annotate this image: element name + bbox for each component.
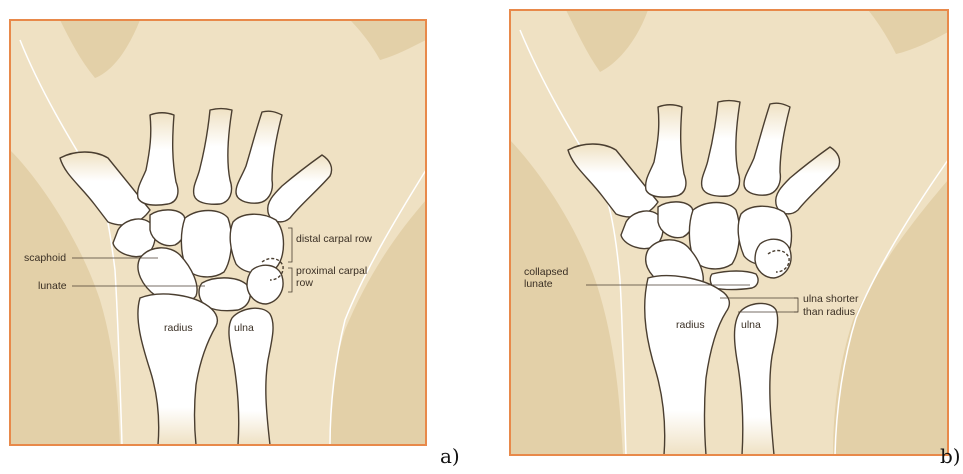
label-collapsed-lunate-line2: lunate [524,278,553,290]
wrist-diagram-normal: scaphoid lunate radius ulna distal carpa… [0,0,470,469]
label-radius: radius [676,319,705,331]
label-ulna-shorter-line1: ulna shorter [803,293,859,305]
triquetrum-bone [755,239,791,278]
panel-b-kienbock-wrist: collapsed lunate radius ulna ulna shorte… [498,0,963,469]
label-ulna-shorter-line2: than radius [803,306,855,318]
wrist-diagram-collapsed: collapsed lunate radius ulna ulna shorte… [498,0,963,469]
label-distal-carpal-row: distal carpal row [296,233,372,245]
label-collapsed-lunate-line1: collapsed [524,266,569,278]
label-scaphoid: scaphoid [24,252,66,264]
label-proximal-carpal-row-line2: row [296,277,313,289]
label-ulna: ulna [741,319,761,331]
panel-a-normal-wrist: scaphoid lunate radius ulna distal carpa… [0,0,470,469]
label-radius: radius [164,322,193,334]
panel-b-label: b) [940,444,961,468]
triquetrum-bone [247,265,283,304]
label-lunate: lunate [38,280,67,292]
collapsed-lunate-bone [710,271,758,290]
label-proximal-carpal-row-line1: proximal carpal [296,265,367,277]
panel-a-label: a) [440,444,460,468]
label-ulna: ulna [234,322,254,334]
